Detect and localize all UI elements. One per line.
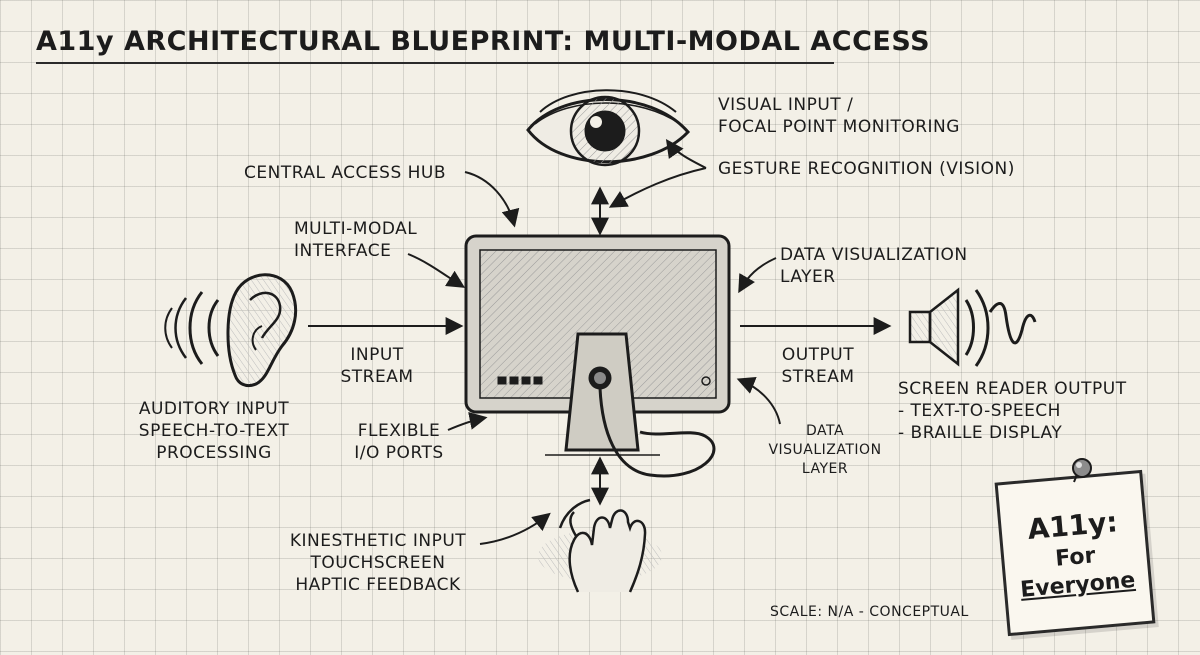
input-stream-label: INPUT STREAM	[340, 345, 414, 387]
connector-arrows	[308, 139, 892, 545]
multimodal-interface-label: MULTI-MODAL INTERFACE	[294, 219, 418, 261]
eye-icon	[526, 89, 691, 167]
data-visualization-bottom-label: DATA VISUALIZATION LAYER	[768, 423, 882, 477]
visual-input-label: VISUAL INPUT / FOCAL POINT MONITORING	[718, 95, 960, 137]
kinesthetic-input-label: KINESTHETIC INPUT TOUCHSCREEN HAPTIC FEE…	[289, 531, 467, 595]
ear-icon	[164, 273, 298, 388]
speaker-icon	[908, 287, 1037, 367]
auditory-input-label: AUDITORY INPUT SPEECH-TO-TEXT PROCESSING	[138, 399, 290, 463]
title-underline	[36, 62, 834, 64]
scale-label: SCALE: N/A - CONCEPTUAL	[770, 604, 969, 620]
screen-reader-label: SCREEN READER OUTPUT - TEXT-TO-SPEECH - …	[898, 379, 1127, 443]
central-access-hub-label: CENTRAL ACCESS HUB	[244, 163, 447, 183]
hand-icon	[538, 498, 662, 593]
output-stream-label: OUTPUT STREAM	[781, 345, 855, 387]
pushpin-icon	[1072, 458, 1092, 483]
monitor-icon	[464, 234, 731, 478]
data-visualization-top-label: DATA VISUALIZATION LAYER	[780, 245, 968, 287]
flexible-io-label: FLEXIBLE I/O PORTS	[354, 421, 444, 463]
gesture-recognition-label: GESTURE RECOGNITION (VISION)	[718, 159, 1015, 179]
page-title: A11y ARCHITECTURAL BLUEPRINT: MULTI-MODA…	[36, 26, 931, 57]
sticky-note: A11y: For Everyone	[994, 469, 1156, 637]
